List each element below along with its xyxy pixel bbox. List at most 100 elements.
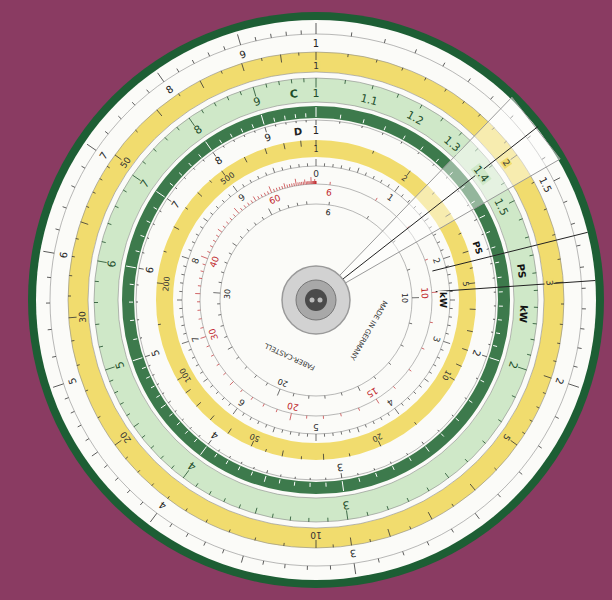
scale-number: 4 bbox=[384, 396, 396, 408]
scale-number: 2 bbox=[399, 173, 409, 184]
scale-number: 1.2 bbox=[404, 109, 426, 128]
cursor-label: PS bbox=[515, 262, 527, 280]
scale-number: 500 bbox=[218, 170, 237, 187]
scale-number: 30 bbox=[78, 310, 88, 324]
cursor-window bbox=[340, 97, 561, 283]
scale-number: 6 bbox=[106, 258, 118, 269]
scale-number: 2 bbox=[500, 157, 512, 169]
scale-number: 8 bbox=[163, 84, 176, 97]
hub-pin bbox=[310, 298, 315, 303]
scale-number: 1 bbox=[384, 192, 396, 204]
scale-number: 2 bbox=[506, 359, 519, 371]
outer-rim bbox=[28, 12, 604, 588]
scale-number: 1.5 bbox=[492, 196, 511, 218]
hub-ring bbox=[296, 280, 336, 320]
scale-number: 7 bbox=[98, 150, 111, 163]
scale-number: 1.4 bbox=[470, 163, 491, 185]
scale-number: 2 bbox=[430, 256, 441, 266]
cursor-label: PS bbox=[470, 239, 483, 256]
tick-marks bbox=[43, 23, 586, 574]
scale-number: 30 bbox=[224, 287, 233, 300]
scale-number: 9 bbox=[236, 192, 248, 204]
scale-number: 20 bbox=[119, 429, 134, 445]
scale-number: 4 bbox=[209, 429, 222, 442]
scale-number: 3 bbox=[545, 279, 555, 287]
scale-number: 8 bbox=[191, 123, 205, 137]
scale-number: 6 bbox=[236, 396, 248, 408]
scale-number: 1 bbox=[312, 88, 321, 99]
scale-number: 20 bbox=[276, 376, 290, 388]
hub-hole bbox=[305, 289, 327, 311]
scale-number: 5 bbox=[312, 422, 320, 431]
scale-number: 7 bbox=[138, 177, 152, 191]
cursor-label: kW bbox=[517, 304, 528, 324]
maker-text: MADE IN GERMANY bbox=[348, 298, 389, 362]
scale-number: 3 bbox=[348, 548, 358, 559]
scale-number: 9 bbox=[263, 132, 274, 144]
scale-number: 20 bbox=[369, 431, 383, 443]
scale-number: 1 bbox=[312, 146, 319, 154]
cursor-hairline bbox=[436, 281, 596, 292]
scale-letter: D bbox=[293, 126, 304, 137]
scale-ring bbox=[50, 34, 582, 566]
scale-number: 6 bbox=[324, 208, 332, 217]
scale-number: 5 bbox=[150, 348, 162, 359]
cursor-hairline bbox=[432, 232, 587, 271]
scale-number: 60 bbox=[267, 193, 283, 206]
scale-number: 30 bbox=[207, 326, 220, 342]
dial-face bbox=[36, 20, 596, 580]
scale-number: 10 bbox=[419, 286, 429, 300]
scale-number: 1 bbox=[312, 62, 320, 71]
scale-rings bbox=[50, 34, 582, 566]
scale-number: 4 bbox=[185, 459, 199, 473]
scale-number: 200 bbox=[162, 275, 172, 293]
scale-number: 1 bbox=[312, 126, 320, 136]
scale-ticks bbox=[68, 52, 564, 548]
scale-number: 10 bbox=[439, 368, 452, 383]
scale-number: 0 bbox=[312, 170, 320, 179]
scale-number: 6 bbox=[325, 188, 334, 198]
scale-number: 1.5 bbox=[536, 175, 553, 195]
scale-number: 3 bbox=[335, 462, 345, 473]
scale-number: 40 bbox=[208, 254, 221, 270]
scale-number: 5 bbox=[500, 431, 512, 443]
scale-number: 100 bbox=[178, 366, 194, 385]
scale-number: 8 bbox=[213, 155, 226, 168]
scale-number: 5 bbox=[67, 375, 79, 386]
scale-number: 8 bbox=[191, 256, 202, 266]
scale-number: 50 bbox=[248, 431, 262, 443]
hub bbox=[282, 266, 350, 334]
scale-number: 5 bbox=[113, 359, 126, 371]
scale-number: 6 bbox=[144, 265, 155, 275]
scale-ring bbox=[68, 52, 564, 548]
scale-number: 10 bbox=[400, 292, 408, 304]
scale-number: 2 bbox=[553, 375, 565, 386]
cursor-hairline bbox=[343, 126, 538, 279]
scale-number: 1 bbox=[312, 39, 320, 49]
scale-number: 9 bbox=[251, 95, 263, 108]
cursor-label: kW bbox=[438, 291, 447, 309]
scale-number: 4 bbox=[157, 499, 170, 512]
scale-number: 1.3 bbox=[441, 133, 463, 154]
scale-letter: C bbox=[289, 88, 300, 100]
scale-number: 5 bbox=[461, 280, 470, 288]
scale-number: 20 bbox=[286, 400, 301, 412]
scale-number: 9 bbox=[238, 49, 249, 61]
scale-number: 7 bbox=[170, 199, 183, 212]
scale-number: 1.1 bbox=[358, 92, 380, 108]
scale-number: 50 bbox=[119, 155, 134, 171]
scale-number: 6 bbox=[58, 250, 69, 260]
scale-number: 15 bbox=[364, 385, 380, 400]
scale-number: 3 bbox=[430, 334, 441, 344]
maker-text: FABER-CASTELL bbox=[262, 341, 317, 371]
scale-number: 3 bbox=[340, 499, 350, 511]
scale-number: 10 bbox=[309, 530, 322, 539]
scale-number: 7 bbox=[191, 334, 202, 344]
scale-ticks bbox=[43, 23, 586, 574]
hub-pin bbox=[318, 298, 323, 303]
scale-number: 2 bbox=[470, 348, 482, 359]
